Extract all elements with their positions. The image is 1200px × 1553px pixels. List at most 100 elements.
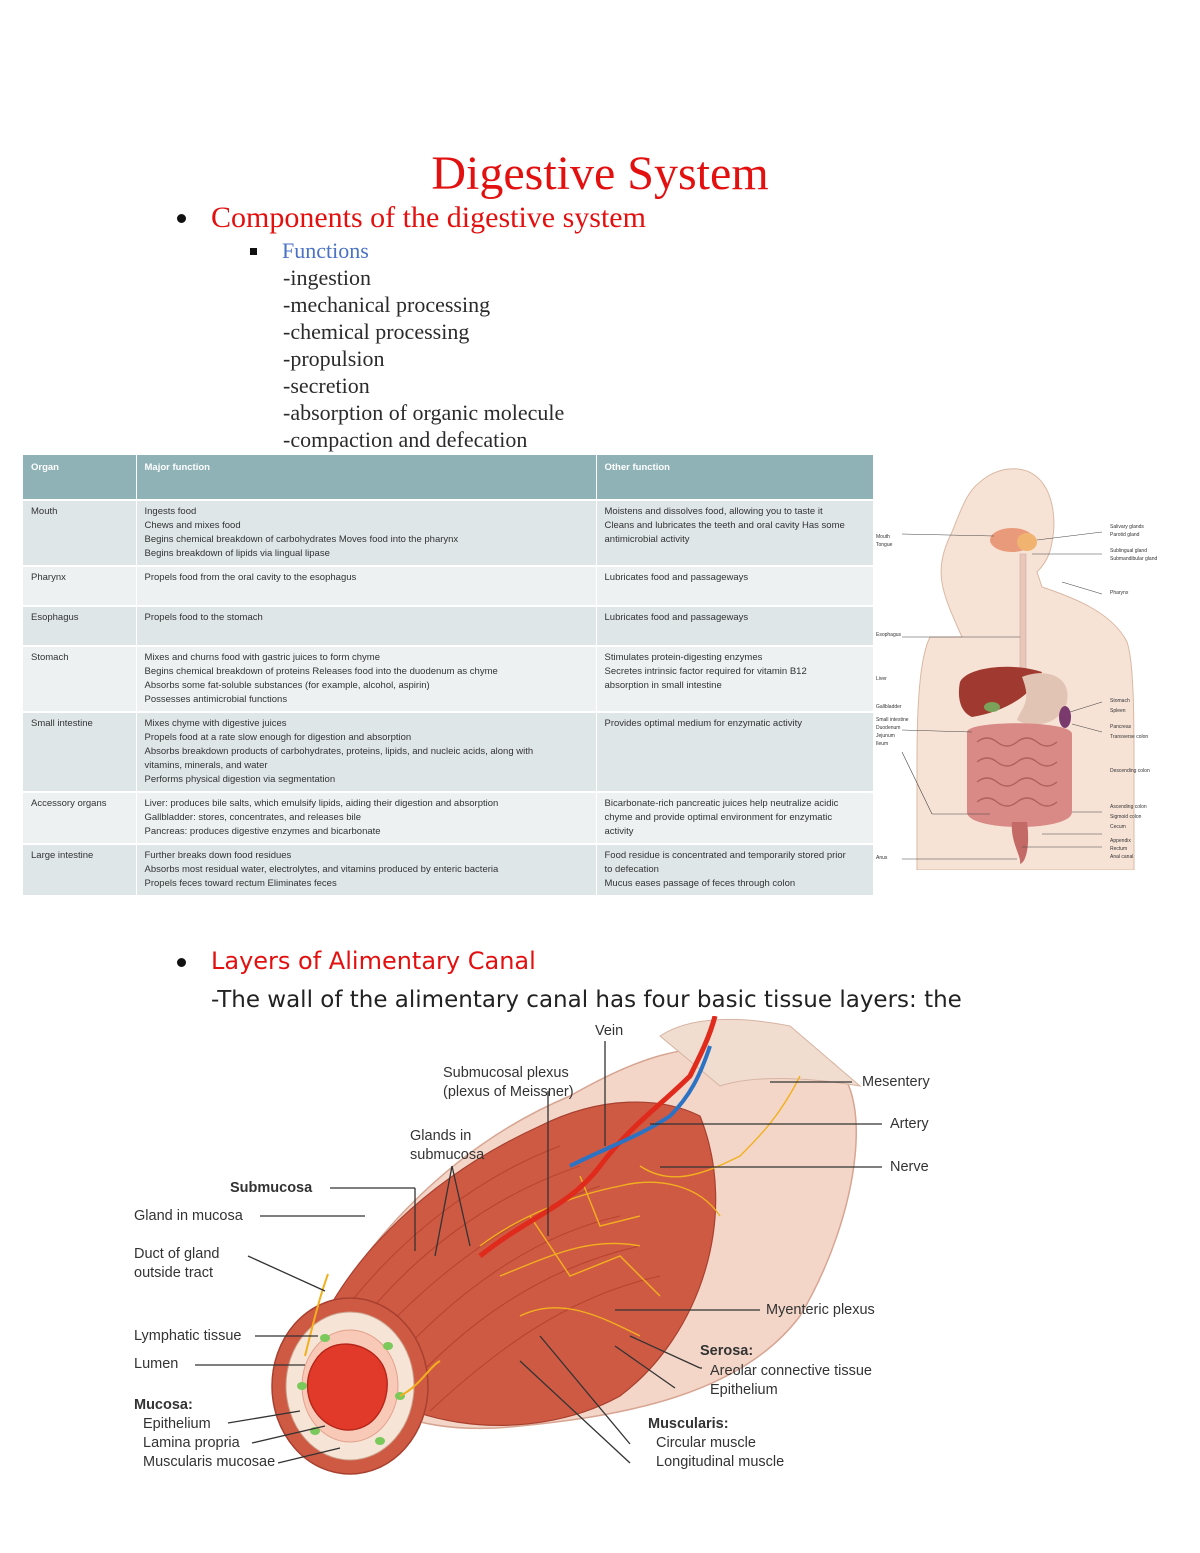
label-mesentery: Mesentery: [862, 1074, 930, 1090]
label-nerve: Nerve: [890, 1159, 929, 1175]
label-salivary-glands: Salivary glands: [1110, 524, 1144, 530]
table-header-row: Organ Major function Other function: [23, 455, 874, 500]
organ-cell: Stomach: [23, 645, 137, 712]
cell-line: Moistens and dissolves food, allowing yo…: [604, 506, 823, 517]
label-muscularis-mucosae: Muscularis mucosae: [143, 1454, 276, 1470]
label-glands-in: Glands in: [410, 1128, 472, 1144]
major-function-cell: Liver: produces bile salts, which emulsi…: [136, 791, 597, 844]
functions-heading: Functions: [282, 238, 369, 263]
cell-line: Stimulates protein-digesting enzymes: [604, 652, 763, 663]
label-small-intestine: Small intestine: [876, 717, 909, 723]
label-anal-canal: Anal canal: [1110, 854, 1134, 860]
cell-line: Possesses antimicrobial functions: [144, 694, 288, 705]
label-submucosa: Submucosa: [230, 1180, 313, 1196]
label-submucosal-plexus: Submucosal plexus: [443, 1065, 569, 1081]
layers-heading: Layers of Alimentary Canal: [211, 947, 536, 975]
organ-cell: Large intestine: [23, 843, 137, 895]
cell-line: Further breaks down food residues: [144, 850, 292, 861]
label-vein: Vein: [595, 1023, 624, 1039]
label-lymphatic-tissue: Lymphatic tissue: [134, 1328, 242, 1344]
label-cecum: Cecum: [1110, 824, 1126, 830]
list-item: -absorption of organic molecule: [283, 400, 565, 425]
organ-cell: Esophagus: [23, 605, 137, 646]
label-ileum: Ileum: [876, 741, 889, 747]
list-item: -secretion: [283, 373, 370, 398]
body-illustration: [901, 468, 1135, 870]
label-circular-muscle: Circular muscle: [656, 1435, 756, 1451]
label-epithelium: Epithelium: [143, 1416, 211, 1432]
label-tongue: Tongue: [876, 542, 893, 548]
cell-line: to defecation: [604, 864, 659, 875]
table-row: Esophagus Propels food to the stomach Lubr…: [23, 605, 874, 646]
label-ascending-colon: Ascending colon: [1110, 804, 1147, 810]
organ-function-table: Organ Major function Other function Mout…: [23, 455, 874, 895]
other-function-cell: Provides optimal medium for enzymatic ac…: [596, 711, 874, 792]
major-function-cell: Propels food to the stomach: [136, 605, 597, 646]
label-mouth: Mouth: [876, 534, 890, 540]
label-lumen: Lumen: [134, 1356, 179, 1372]
cell-line: Cleans and lubricates the teeth and oral…: [604, 520, 845, 531]
label-plexus-meissner: (plexus of Meissner): [443, 1084, 574, 1100]
cell-line: Absorbs some fat-soluble substances (for…: [144, 680, 430, 691]
major-function-cell: Propels food from the oral cavity to the…: [136, 565, 597, 606]
label-muscularis: Muscularis:: [648, 1416, 729, 1432]
label-duodenum: Duodenum: [876, 725, 901, 731]
label-pancreas: Pancreas: [1110, 724, 1132, 730]
list-item: -chemical processing: [283, 319, 470, 344]
cell-line: Liver: produces bile salts, which emulsi…: [144, 798, 499, 809]
cell-line: Performs physical digestion via segmenta…: [144, 774, 336, 785]
cell-line: Propels feces toward rectum Eliminates f…: [144, 878, 337, 889]
square-bullet-icon: [250, 248, 257, 255]
cell-line: Begins chemical breakdown of proteins Re…: [144, 666, 498, 677]
label-liver: Liver: [876, 676, 887, 682]
label-sublingual-gland: Sublingual gland: [1110, 548, 1147, 554]
cell-line: vitamins, minerals, and water: [144, 760, 268, 771]
digestive-organs-figure: Mouth Tongue Esophagus Liver Gallbladder…: [872, 462, 1172, 870]
cell-line: Mucus eases passage of feces through col…: [604, 878, 796, 889]
other-function-cell: Food residue is concentrated and tempora…: [596, 843, 874, 895]
label-duct-of-gland: Duct of gland: [134, 1246, 220, 1262]
organ-cell: Pharynx: [23, 565, 137, 606]
cell-line: Ingests food: [144, 506, 197, 517]
functions-list: -ingestion -mechanical processing -chemi…: [283, 264, 564, 453]
list-item: -mechanical processing: [283, 292, 491, 317]
table-row: Accessory organs Liver: produces bile sal…: [23, 791, 874, 844]
cell-line: chyme and provide optimal environment fo…: [604, 812, 833, 823]
page-title: Digestive System: [431, 147, 769, 200]
layers-intro-text: -The wall of the alimentary canal has fo…: [211, 987, 962, 1013]
other-function-cell: Bicarbonate-rich pancreatic juices help …: [596, 791, 874, 844]
cell-line: Bicarbonate-rich pancreatic juices help …: [604, 798, 839, 809]
label-appendix: Appendix: [1110, 838, 1131, 844]
label-areolar-tissue: Areolar connective tissue: [710, 1363, 872, 1379]
cell-line: Mixes chyme with digestive juices: [144, 718, 287, 729]
label-anus: Anus: [876, 855, 888, 861]
other-function-cell: Moistens and dissolves food, allowing yo…: [596, 499, 874, 566]
table-row: Large intestine Further breaks down food …: [23, 843, 874, 895]
list-item: -propulsion: [283, 346, 385, 371]
organ-cell: Accessory organs: [23, 791, 137, 844]
cell-line: Food residue is concentrated and tempora…: [604, 850, 846, 861]
cell-line: Lubricates food and passageways: [604, 612, 749, 623]
cell-line: Lubricates food and passageways: [604, 572, 749, 583]
label-epithelium-serosa: Epithelium: [710, 1382, 778, 1398]
label-submandibular-gland: Submandibular gland: [1110, 556, 1158, 562]
list-item: -ingestion: [283, 265, 371, 290]
label-esophagus: Esophagus: [876, 632, 902, 638]
cell-line: Propels food to the stomach: [144, 612, 263, 623]
column-header: Major function: [136, 455, 597, 500]
label-gallbladder: Gallbladder: [876, 704, 902, 710]
column-header: Other function: [596, 455, 874, 500]
bullet-icon: [177, 214, 186, 223]
cell-line: absorption in small intestine: [604, 680, 722, 691]
cell-line: Begins breakdown of lipids via lingual l…: [144, 548, 330, 559]
components-heading: Components of the digestive system: [211, 201, 646, 234]
cell-line: Begins chemical breakdown of carbohydrat…: [144, 534, 459, 545]
